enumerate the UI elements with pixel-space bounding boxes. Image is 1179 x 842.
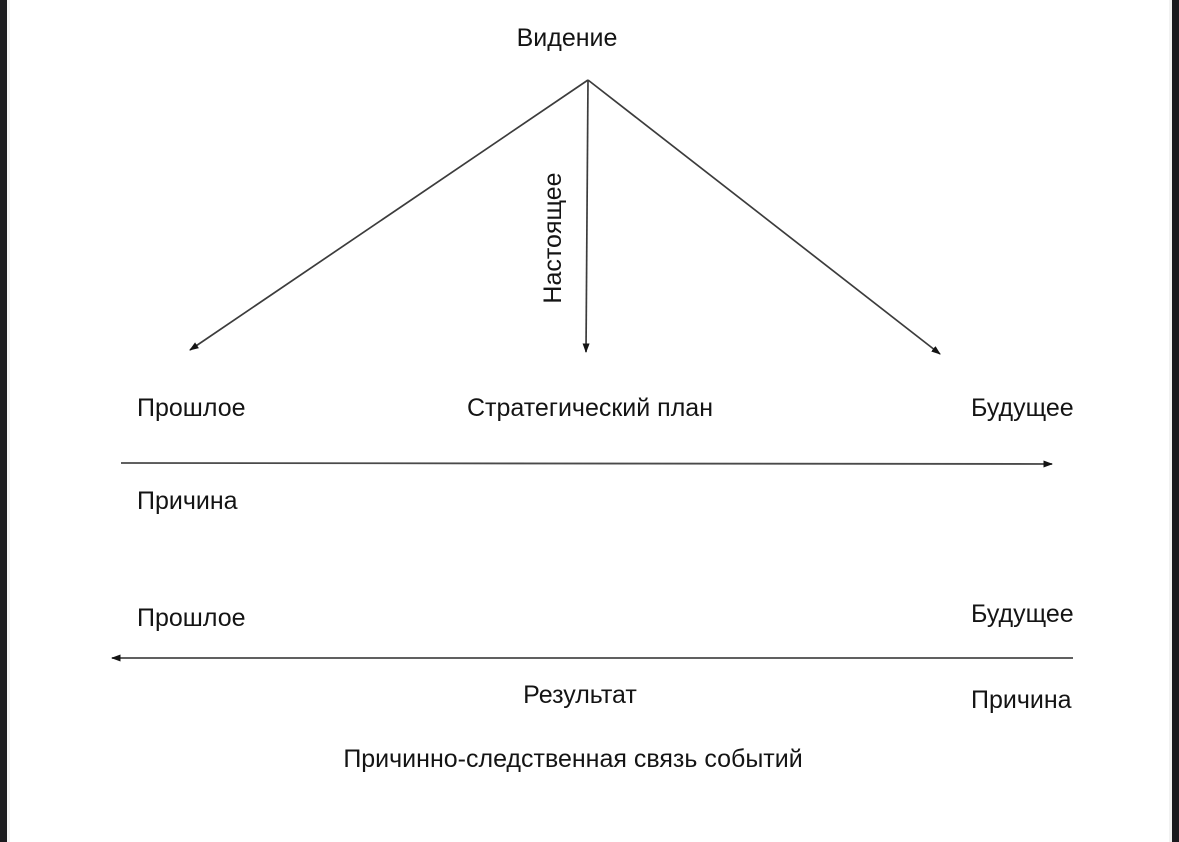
vision-to-future-arrow	[587, 79, 941, 355]
vision-title: Видение	[516, 24, 618, 52]
vision-to-past-arrow	[189, 79, 589, 351]
timeline-forward-arrow	[120, 460, 1053, 468]
present-axis-label: Настоящее	[539, 172, 567, 304]
row2-cause-label: Причина	[971, 686, 1072, 714]
left-frame-bar	[0, 0, 7, 842]
caption-causal-relationship: Причинно-следственная связь событий	[343, 745, 803, 773]
row2-future-label: Будущее	[971, 600, 1074, 628]
row2-result-label: Результат	[523, 681, 637, 709]
row1-past-label: Прошлое	[137, 394, 246, 422]
row1-strategic-plan-label: Стратегический план	[467, 394, 713, 422]
left-edge-fade	[7, 0, 10, 842]
row1-cause-label: Причина	[137, 487, 238, 515]
right-edge-fade	[1169, 0, 1172, 842]
row2-past-label: Прошлое	[137, 604, 246, 632]
row1-future-label: Будущее	[971, 394, 1074, 422]
vision-to-present-arrow	[582, 79, 590, 353]
right-frame-bar	[1172, 0, 1179, 842]
